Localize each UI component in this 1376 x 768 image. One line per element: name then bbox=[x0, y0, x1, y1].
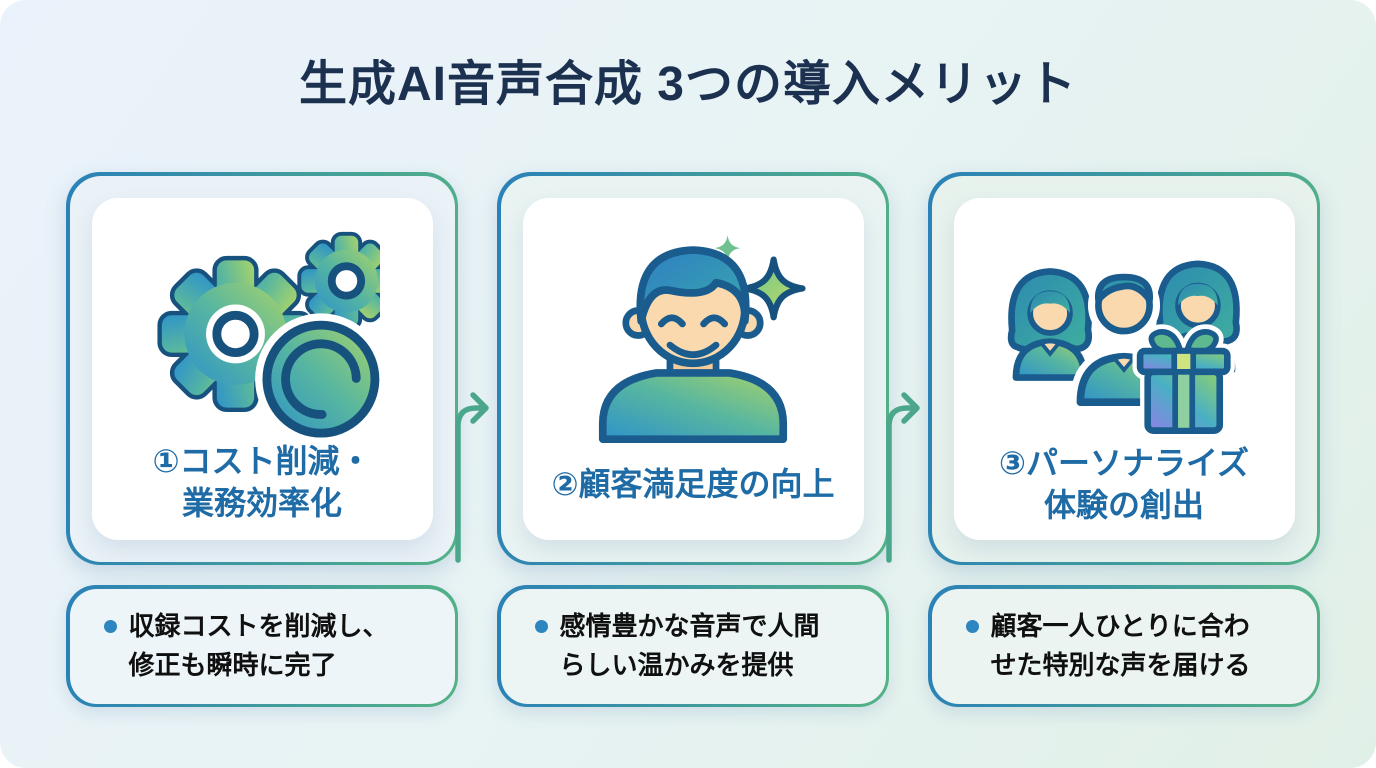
benefit-card-cost: ①コスト削減・ 業務効率化 bbox=[66, 172, 458, 565]
card-panel: ①コスト削減・ 業務効率化 bbox=[91, 197, 433, 540]
note-panel: 感情豊かな音声で人間 らしい温かみを提供 bbox=[500, 588, 886, 704]
benefit-card-satisfaction: ②顧客満足度の向上 bbox=[497, 172, 889, 565]
smiling-person-sparkle-icon bbox=[568, 224, 818, 446]
card-title: ③パーソナライズ 体験の創出 bbox=[998, 444, 1250, 523]
bullet-dot-icon bbox=[534, 620, 548, 633]
benefit-note-personalize: 顧客一人ひとりに合わ せた特別な声を届ける bbox=[928, 585, 1320, 707]
card-title: ①コスト削減・ 業務効率化 bbox=[152, 442, 372, 521]
benefit-note-cost: 収録コストを削減し、 修正も瞬時に完了 bbox=[66, 585, 458, 707]
card-panel: ②顧客満足度の向上 bbox=[522, 197, 864, 540]
card-title: ②顧客満足度の向上 bbox=[551, 466, 835, 503]
gears-coin-icon bbox=[144, 224, 380, 440]
elbow-arrow-right-icon bbox=[886, 392, 920, 563]
note-text: 顧客一人ひとりに合わ せた特別な声を届ける bbox=[990, 611, 1251, 680]
note-text: 収録コストを削減し、 修正も瞬時に完了 bbox=[128, 611, 389, 680]
note-panel: 収録コストを削減し、 修正も瞬時に完了 bbox=[69, 588, 455, 704]
card-border-inset: ①コスト削減・ 業務効率化 bbox=[69, 175, 455, 562]
benefit-note-satisfaction: 感情豊かな音声で人間 らしい温かみを提供 bbox=[497, 585, 889, 707]
people-group-gift-icon bbox=[999, 224, 1249, 442]
page-title: 生成AI音声合成 3つの導入メリット bbox=[298, 58, 1078, 111]
gears-coin-svg bbox=[157, 231, 380, 440]
note-panel: 顧客一人ひとりに合わ せた特別な声を届ける bbox=[931, 588, 1317, 704]
benefit-card-personalize: ③パーソナライズ 体験の創出 bbox=[928, 172, 1320, 565]
bullet-dot-icon bbox=[965, 620, 979, 633]
card-panel: ③パーソナライズ 体験の創出 bbox=[953, 197, 1295, 540]
bullet-dot-icon bbox=[103, 620, 117, 633]
card-border-inset: ③パーソナライズ 体験の創出 bbox=[931, 175, 1317, 562]
people-group-gift-svg bbox=[1007, 259, 1240, 438]
elbow-arrow-right-icon bbox=[455, 392, 489, 563]
smiling-person-svg bbox=[598, 234, 806, 443]
note-text: 感情豊かな音声で人間 らしい温かみを提供 bbox=[559, 611, 820, 680]
card-border-inset: ②顧客満足度の向上 bbox=[500, 175, 886, 562]
